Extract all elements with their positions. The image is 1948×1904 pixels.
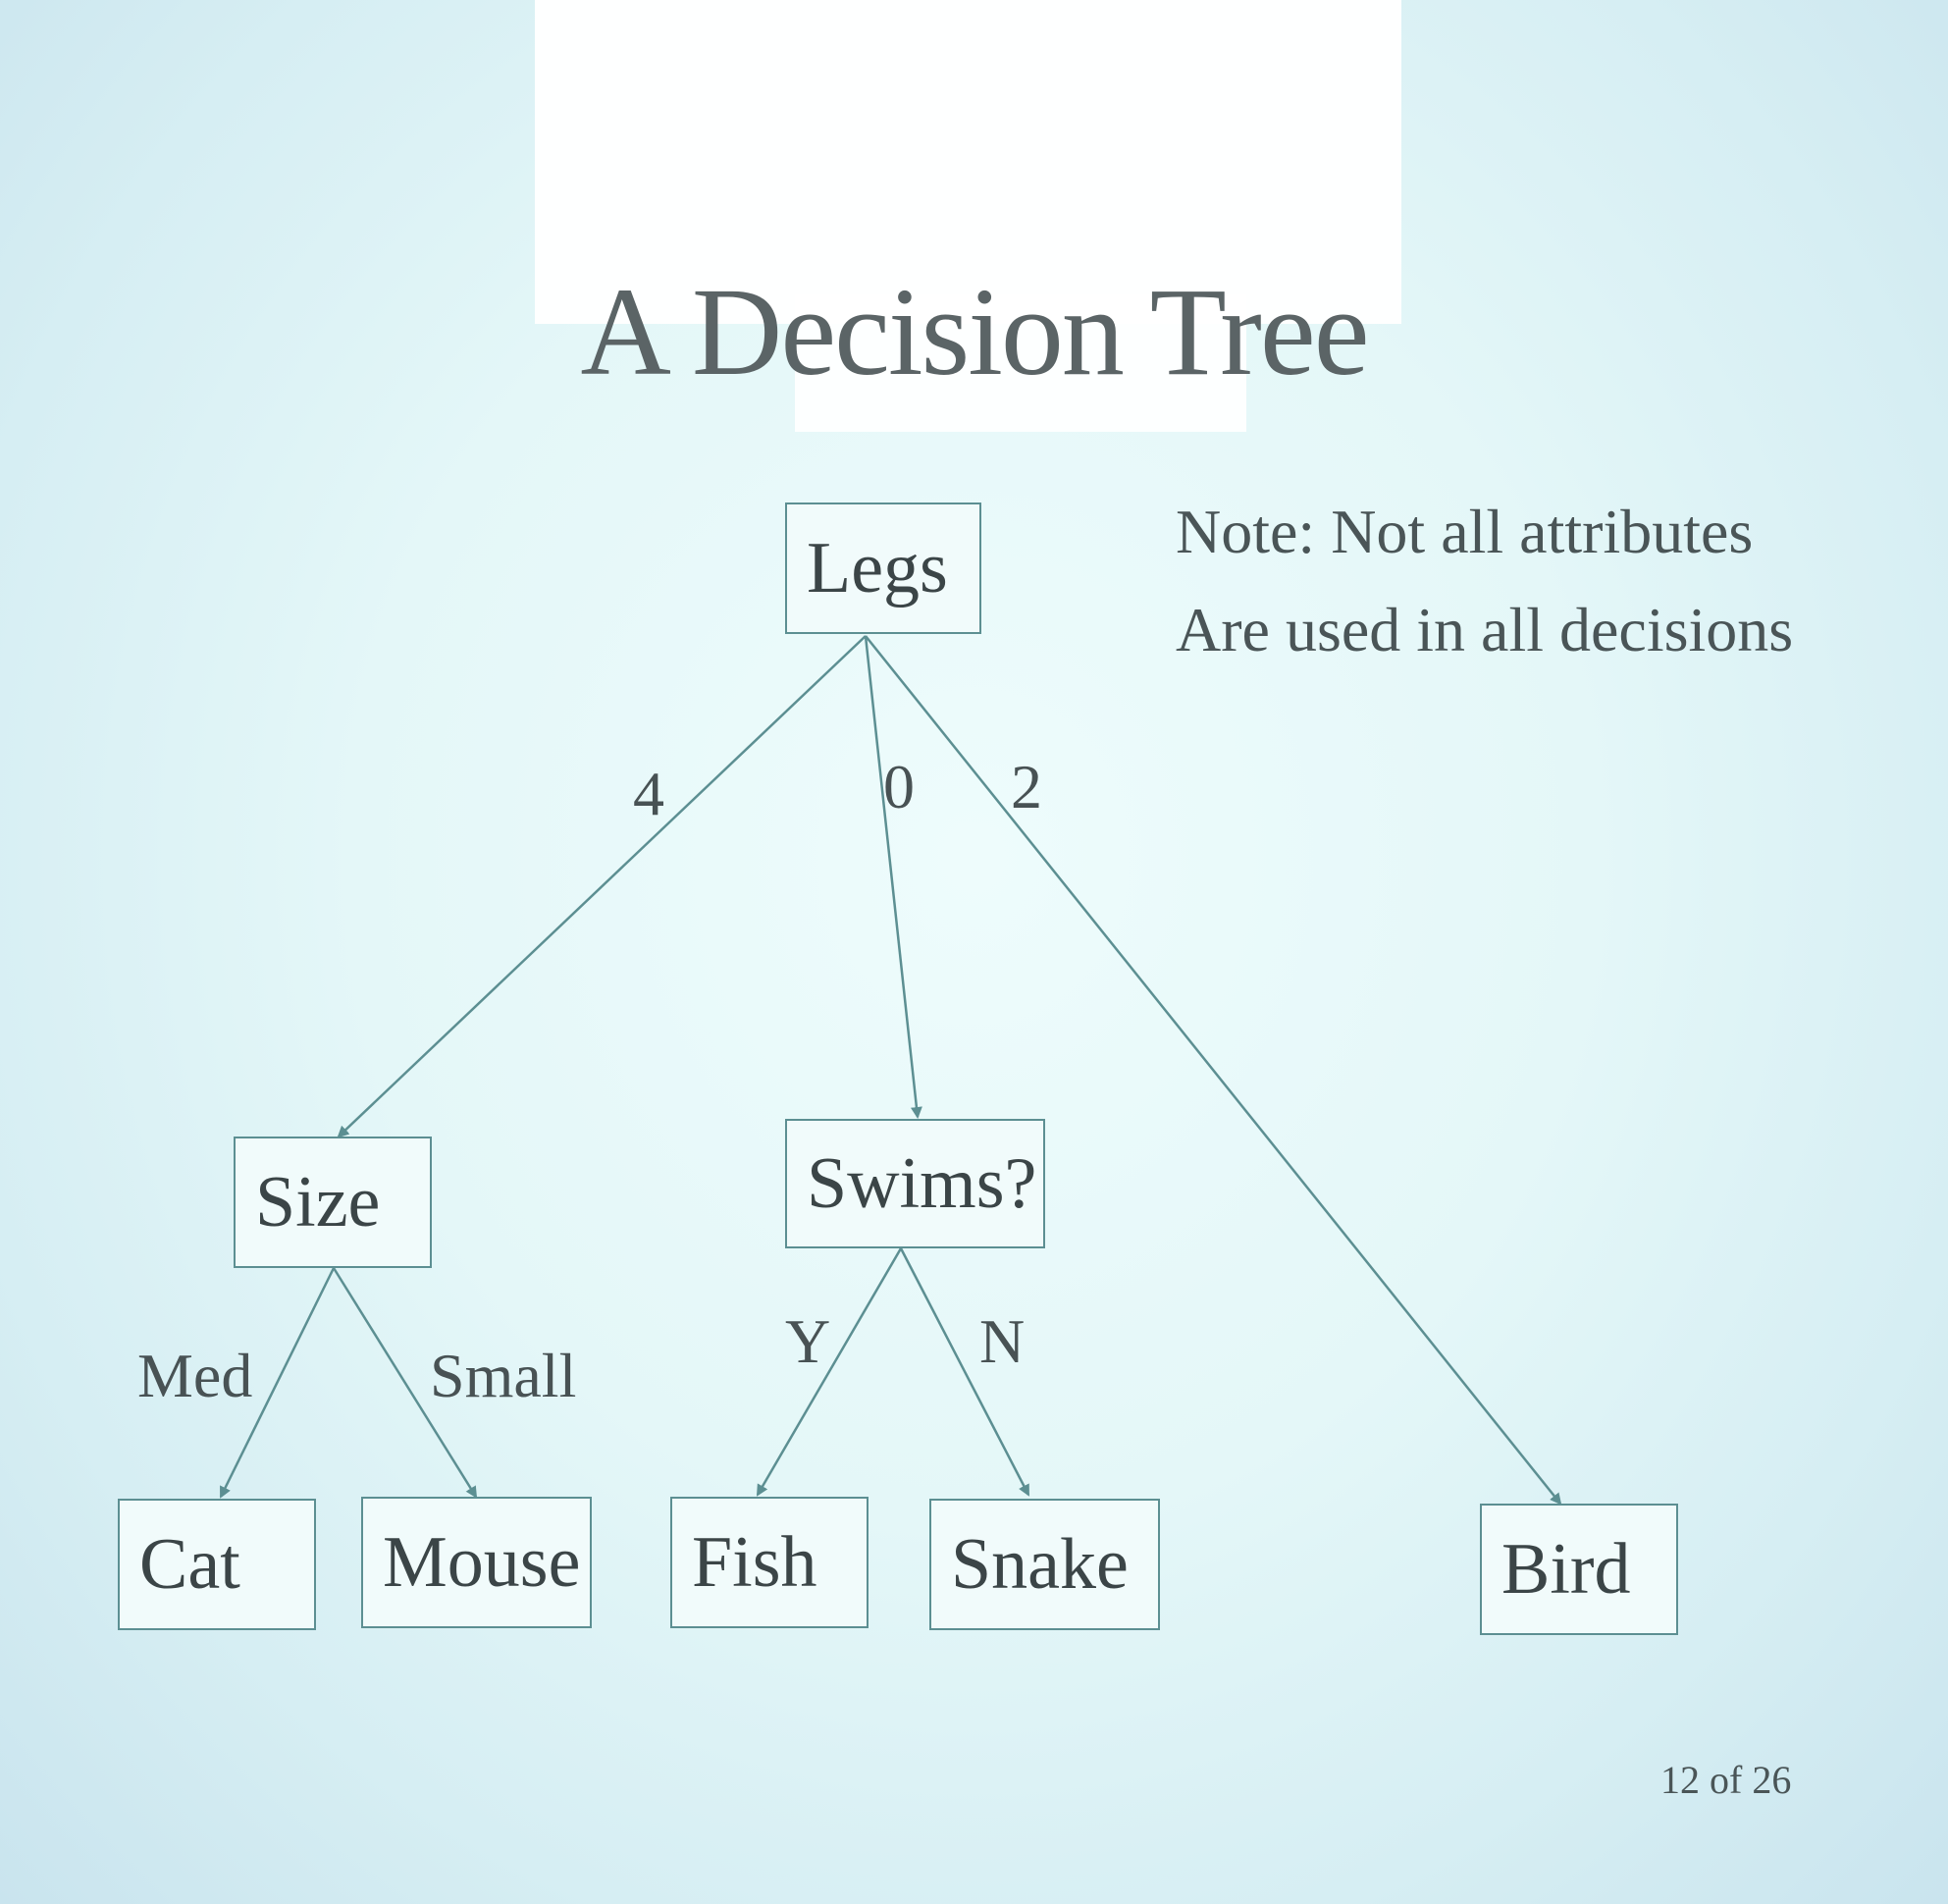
edge-label-n: N bbox=[979, 1306, 1026, 1376]
edge-legs-size bbox=[337, 635, 867, 1138]
node-cat: Cat bbox=[118, 1499, 316, 1630]
node-fish-label: Fish bbox=[692, 1521, 817, 1603]
edge-label-med: Med bbox=[137, 1341, 253, 1410]
edge-label-4: 4 bbox=[633, 759, 664, 828]
edge-size-mouse bbox=[332, 1267, 478, 1499]
edge-size-cat bbox=[219, 1267, 336, 1499]
edge-legs-swims bbox=[864, 635, 922, 1119]
node-mouse-label: Mouse bbox=[383, 1521, 581, 1603]
slide-title: A Decision Tree bbox=[580, 262, 1370, 401]
node-legs: Legs bbox=[785, 502, 981, 634]
edge-label-0: 0 bbox=[883, 752, 915, 821]
node-snake: Snake bbox=[929, 1499, 1160, 1630]
node-legs-label: Legs bbox=[807, 527, 948, 608]
note-line-2: Are used in all decisions bbox=[1176, 595, 1794, 664]
edge-label-2: 2 bbox=[1011, 752, 1042, 821]
node-bird: Bird bbox=[1480, 1504, 1678, 1635]
node-cat-label: Cat bbox=[139, 1523, 240, 1605]
page-number: 12 of 26 bbox=[1660, 1758, 1792, 1802]
edge-legs-bird bbox=[865, 635, 1562, 1506]
edge-label-small: Small bbox=[430, 1341, 577, 1410]
node-fish: Fish bbox=[670, 1497, 869, 1628]
node-size-label: Size bbox=[255, 1161, 381, 1243]
edge-label-y: Y bbox=[785, 1306, 831, 1376]
edge-swims-fish bbox=[756, 1247, 903, 1497]
screen-glare-lower bbox=[795, 294, 1246, 432]
node-mouse: Mouse bbox=[361, 1497, 592, 1628]
note-line-1: Note: Not all attributes bbox=[1176, 497, 1754, 566]
screen-glare bbox=[535, 0, 1401, 324]
node-swims: Swims? bbox=[785, 1119, 1045, 1248]
edge-swims-snake bbox=[899, 1247, 1030, 1497]
node-snake-label: Snake bbox=[951, 1523, 1129, 1605]
node-size: Size bbox=[234, 1137, 432, 1268]
node-swims-label: Swims? bbox=[807, 1142, 1037, 1224]
node-bird-label: Bird bbox=[1501, 1528, 1631, 1610]
